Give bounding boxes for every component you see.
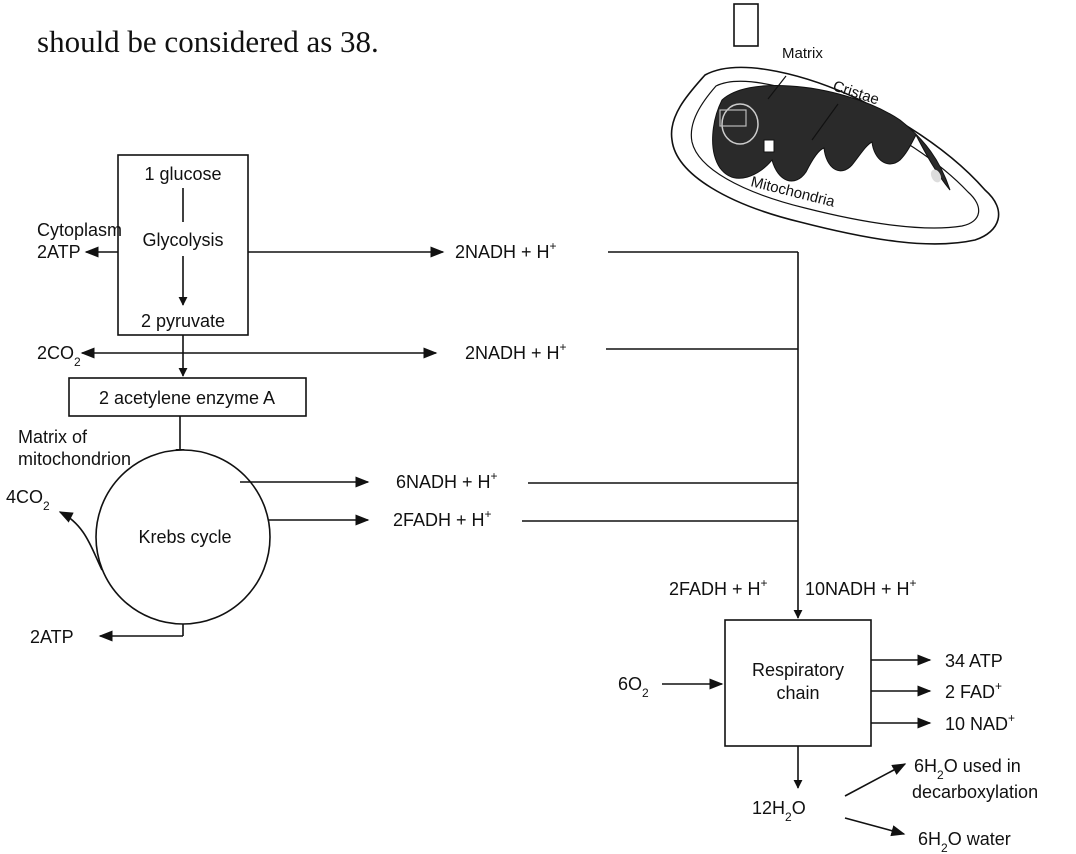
matrix-location-line1: Matrix of: [18, 427, 88, 447]
matrix-label: Matrix: [782, 45, 823, 62]
mitochondria-illustration: Matrix Cristae Mitochondria: [670, 3, 1000, 245]
matrix-granule: [721, 103, 759, 145]
water-used-arrow: [844, 763, 907, 797]
krebs-co2-arrow: [58, 511, 103, 571]
water-used-label-line2: decarboxylation: [912, 782, 1038, 802]
cristae-gap: [763, 139, 775, 153]
matrix-location-line2: mitochondrion: [18, 449, 131, 469]
water-out-arrow: [844, 817, 906, 837]
link-nadh-label: 2NADH + H+: [465, 340, 567, 363]
respiratory-chain-line1: Respiratory: [752, 660, 844, 680]
nadh-total-label: 10NADH + H+: [805, 576, 917, 599]
cytoplasm-label: Cytoplasm: [37, 220, 122, 240]
cristae-pointer: [811, 103, 839, 141]
matrix-ribosome: [719, 109, 747, 127]
krebs-cycle-label: Krebs cycle: [138, 527, 231, 547]
acetyl-coa-label: 2 acetylene enzyme A: [99, 388, 275, 408]
water-label: 12H2O: [752, 798, 806, 824]
glycolysis-nadh-label: 2NADH + H+: [455, 239, 557, 262]
oxygen-label: 6O2: [618, 674, 649, 700]
glucose-label: 1 glucose: [144, 164, 221, 184]
fad-output-label: 2 FAD+: [945, 679, 1002, 702]
krebs-fadh-label: 2FADH + H+: [393, 507, 492, 530]
respiratory-chain-box: [724, 619, 872, 747]
water-used-label: 6H2O used in: [914, 756, 1021, 782]
illustration-tab: [733, 3, 759, 47]
respiratory-chain-line2: chain: [776, 683, 819, 703]
fadh-total-label: 2FADH + H+: [669, 576, 768, 599]
nad-output-label: 10 NAD+: [945, 711, 1015, 734]
krebs-co2-label: 4CO2: [6, 487, 50, 513]
matrix-spot: [930, 169, 942, 183]
glycolysis-atp-label: 2ATP: [37, 242, 81, 262]
matrix-pointer: [767, 75, 787, 100]
pyruvate-label: 2 pyruvate: [141, 311, 225, 331]
intro-text: should be considered as 38.: [37, 24, 379, 59]
glycolysis-label: Glycolysis: [142, 230, 223, 250]
acetyl-coa-box: [68, 377, 307, 417]
link-co2-label: 2CO2: [37, 343, 81, 369]
water-out-label: 6H2O water: [918, 829, 1011, 854]
atp-output-label: 34 ATP: [945, 651, 1003, 671]
matrix-region: [712, 85, 951, 191]
krebs-atp-label: 2ATP: [30, 627, 74, 647]
krebs-nadh-label: 6NADH + H+: [396, 469, 498, 492]
